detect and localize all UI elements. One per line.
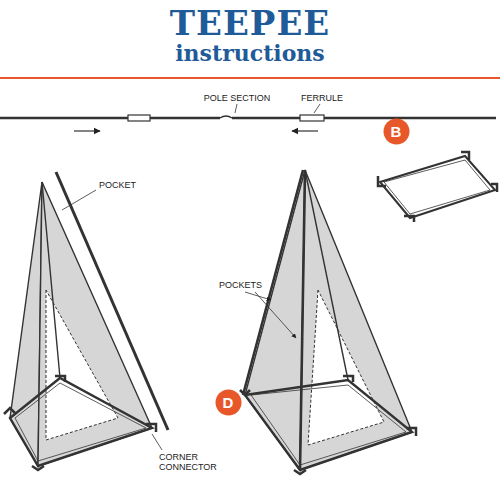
callout-letter: D	[215, 394, 242, 411]
part-label: POLE SECTION	[203, 93, 272, 103]
callout-circle: D	[215, 389, 242, 416]
teepee-right	[240, 170, 416, 474]
part-label: CORNER CONNECTOR	[158, 452, 244, 473]
page-title: TEEPEE instructions	[150, 6, 350, 65]
callout-circle: B	[383, 118, 410, 145]
teepee-left	[4, 172, 168, 470]
part-label: POCKETS	[218, 280, 263, 290]
part-label: POCKET	[98, 180, 137, 190]
header-rule	[0, 77, 500, 79]
base-frame	[378, 152, 497, 222]
part-label: FERRULE	[300, 93, 344, 103]
callout-letter: B	[383, 123, 410, 140]
pole-section	[0, 104, 496, 131]
